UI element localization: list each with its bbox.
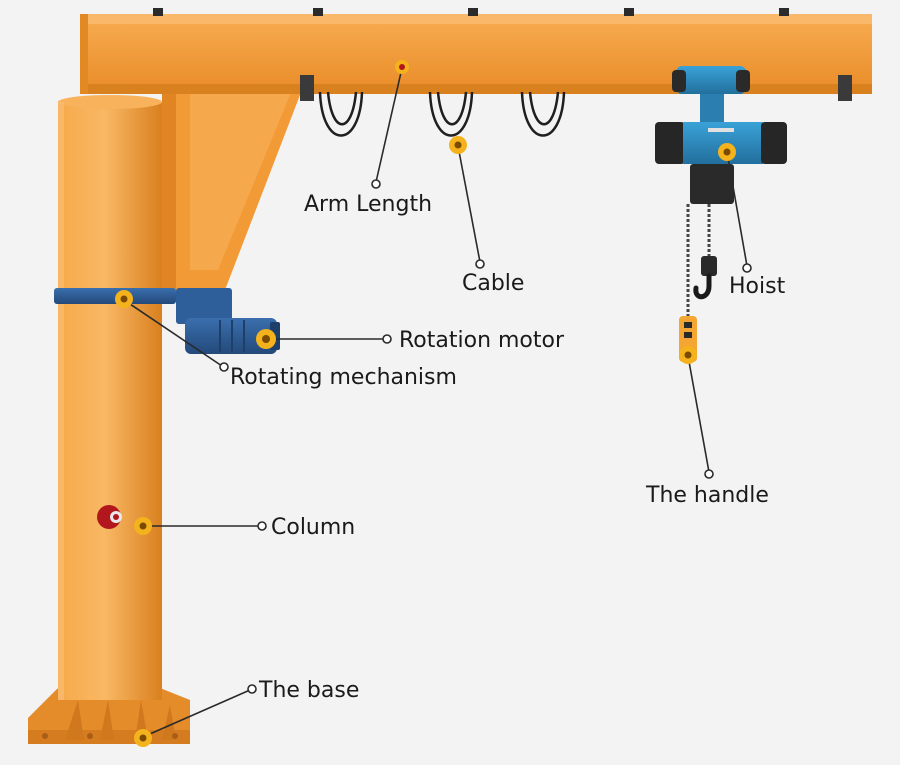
label-rotation-motor: Rotation motor bbox=[399, 328, 565, 353]
hoist-chain bbox=[686, 204, 711, 318]
hoist-trolley bbox=[672, 66, 750, 122]
label-the-handle: The handle bbox=[645, 483, 769, 508]
marker-rotating-mechanism bbox=[115, 290, 133, 308]
marker-cable bbox=[449, 136, 467, 154]
rotating-mechanism bbox=[54, 288, 232, 324]
arm-gusset-bracket bbox=[162, 60, 300, 290]
callout-markers bbox=[115, 60, 736, 747]
marker-rotation-motor bbox=[256, 329, 276, 349]
cable-loops bbox=[318, 91, 566, 137]
label-anchor-dots bbox=[219, 179, 752, 694]
label-hoist: Hoist bbox=[729, 274, 786, 299]
label-arm-length: Arm Length bbox=[304, 192, 432, 217]
red-button-icon bbox=[97, 505, 122, 529]
label-cable: Cable bbox=[462, 271, 524, 296]
label-column: Column bbox=[271, 515, 355, 540]
marker-handle bbox=[679, 346, 697, 364]
label-rotating-mechanism: Rotating mechanism bbox=[230, 365, 457, 390]
marker-column bbox=[134, 517, 152, 535]
label-the-base: The base bbox=[258, 678, 359, 703]
marker-base bbox=[134, 729, 152, 747]
hook-icon bbox=[693, 256, 717, 300]
marker-arm-length bbox=[395, 60, 409, 74]
crane-column bbox=[58, 95, 162, 700]
leader-lines bbox=[123, 67, 748, 738]
jib-arm-beam bbox=[80, 8, 872, 101]
electric-hoist bbox=[655, 122, 787, 204]
rotation-motor bbox=[185, 318, 280, 354]
marker-hoist bbox=[718, 143, 736, 161]
